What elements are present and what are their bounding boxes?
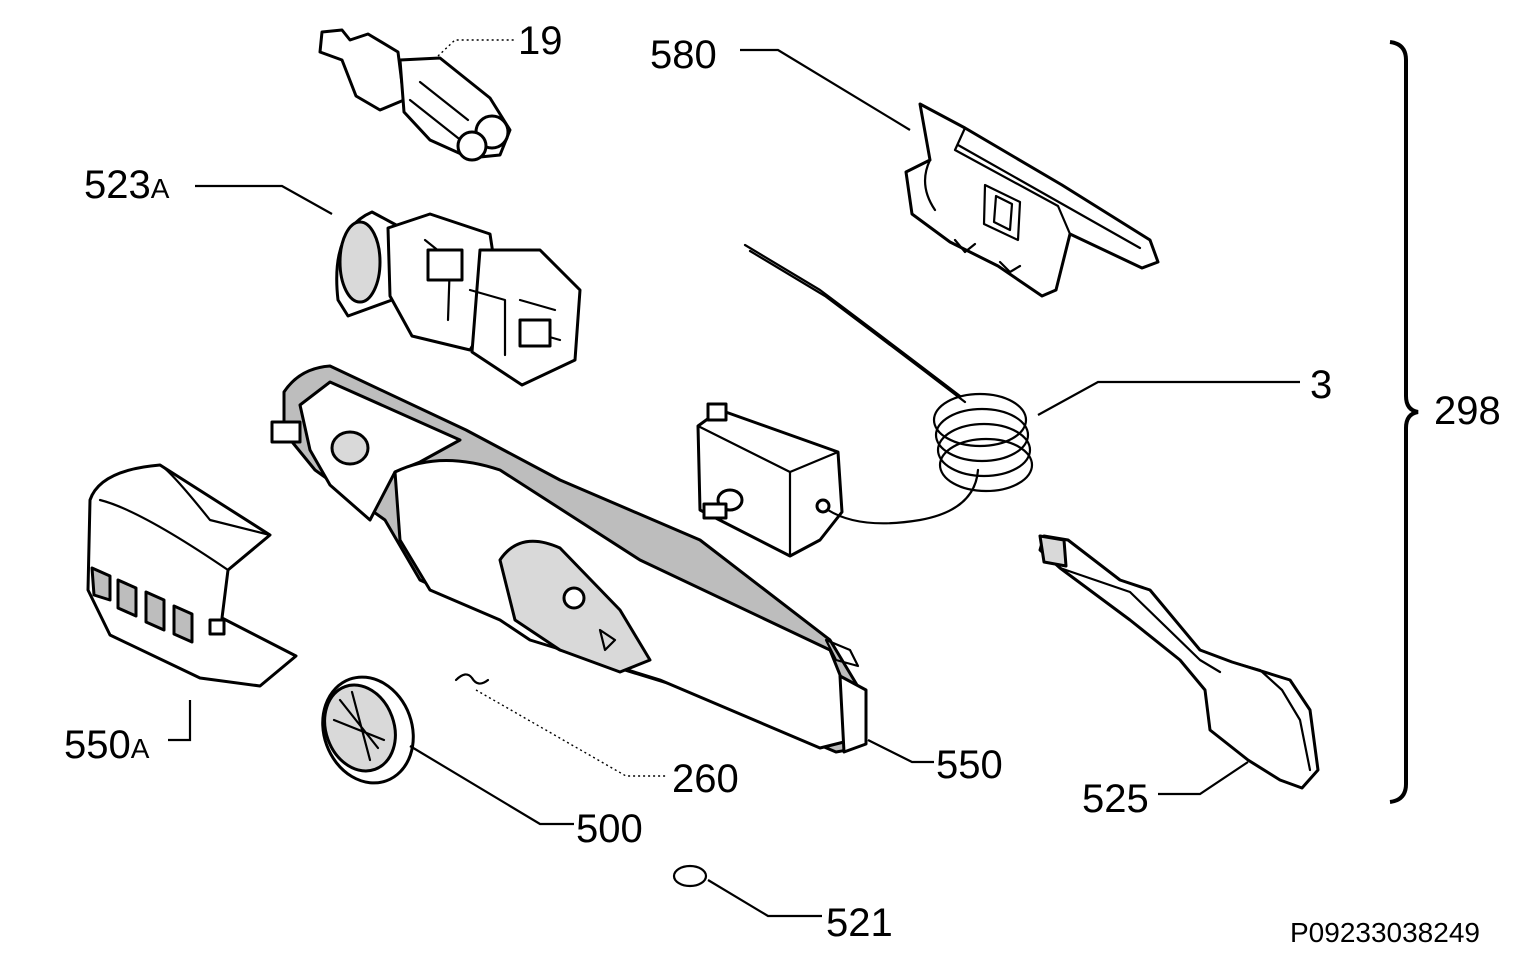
part-580-bracket bbox=[904, 102, 1160, 298]
callout-521: 521 bbox=[826, 901, 893, 945]
part-523A-switch bbox=[335, 210, 582, 387]
part-3-thermostat bbox=[696, 243, 1034, 558]
callout-19: 19 bbox=[518, 19, 563, 63]
part-525-lamp-cover bbox=[1038, 534, 1320, 790]
part-500-knob bbox=[321, 675, 415, 785]
callout-550A: 550A bbox=[64, 723, 150, 767]
part-260-clip bbox=[454, 673, 490, 685]
callout-580: 580 bbox=[650, 33, 717, 77]
callout-525: 525 bbox=[1082, 777, 1149, 821]
leader-lines bbox=[168, 39, 1300, 918]
callout-298: 298 bbox=[1434, 389, 1501, 433]
callout-550: 550 bbox=[936, 743, 1003, 787]
bracket-298 bbox=[1389, 40, 1419, 804]
callout-3: 3 bbox=[1310, 363, 1332, 407]
part-550-housing bbox=[270, 364, 868, 754]
callout-500: 500 bbox=[576, 807, 643, 851]
part-19-lamp bbox=[318, 28, 512, 162]
drawing-code: P09233038249 bbox=[1290, 917, 1480, 948]
callout-523A: 523A bbox=[84, 163, 170, 207]
part-521-ring bbox=[672, 864, 708, 888]
callout-260: 260 bbox=[672, 757, 739, 801]
part-550A-cover bbox=[86, 463, 298, 688]
